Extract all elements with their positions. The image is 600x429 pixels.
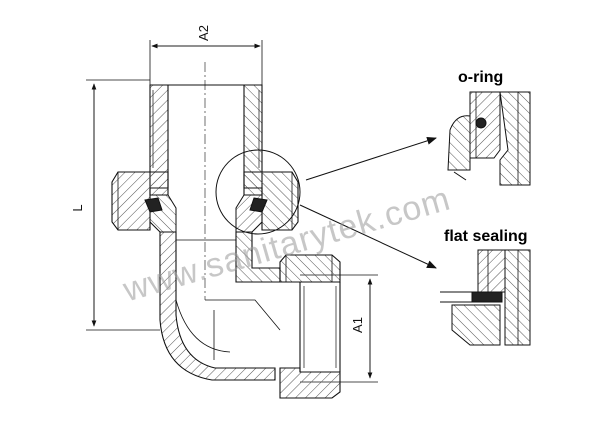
dimension-a2 <box>149 40 263 85</box>
dimension-label-a1: A1 <box>350 317 365 333</box>
dimension-l <box>86 79 160 331</box>
union-nut <box>111 171 299 231</box>
callout-oring: o-ring <box>458 69 503 86</box>
dimension-label-a2: A2 <box>196 25 211 41</box>
side-port <box>279 254 341 399</box>
oring-detail <box>447 91 531 186</box>
callout-flat-sealing: flat sealing <box>444 228 528 245</box>
arrow-to-oring <box>305 136 437 181</box>
seal-joint <box>144 194 268 233</box>
detail-circle <box>215 149 301 235</box>
dimension-label-l: L <box>70 204 85 211</box>
dimension-a1 <box>300 274 378 383</box>
flat-sealing-detail <box>440 249 531 346</box>
arrow-to-flat <box>299 204 437 269</box>
